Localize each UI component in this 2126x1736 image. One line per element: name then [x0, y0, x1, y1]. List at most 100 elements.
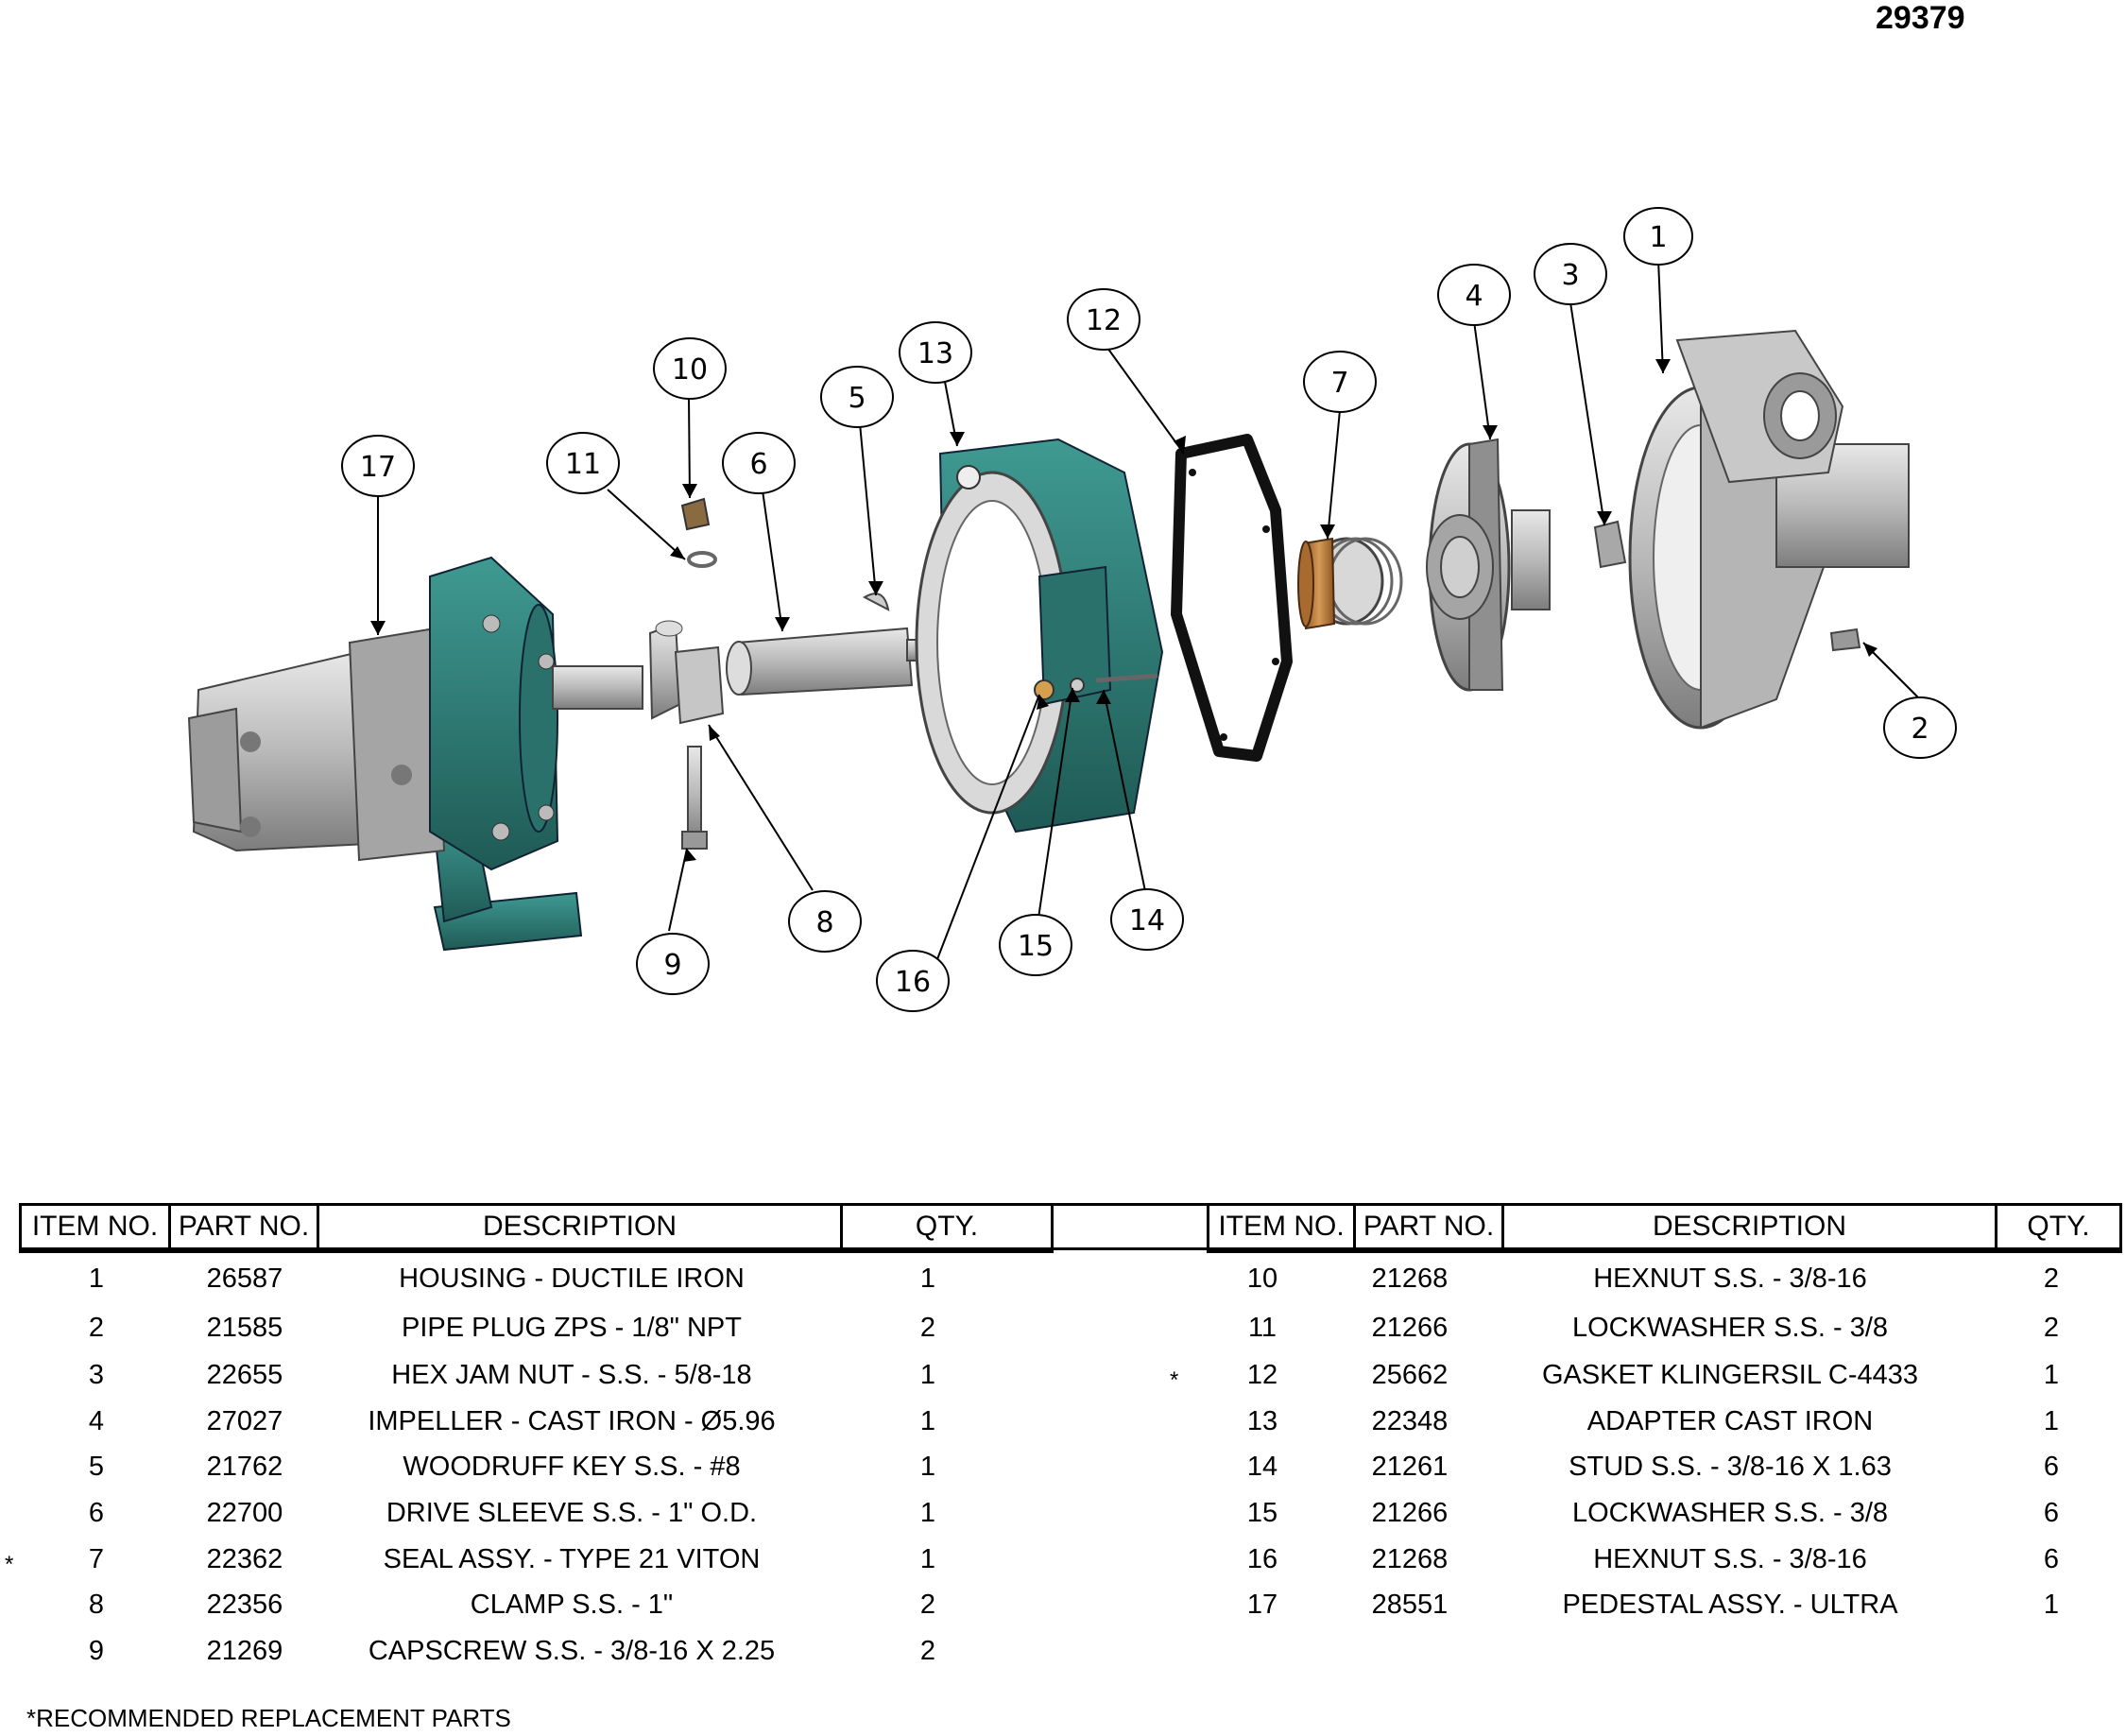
- parts-left-row-desc: CLAMP S.S. - 1": [470, 1590, 674, 1620]
- parts-right-row-desc: GASKET KLINGERSIL C-4433: [1541, 1360, 1919, 1390]
- parts-left-row-item: 8: [88, 1590, 105, 1620]
- parts-left-row-item: 1: [88, 1263, 105, 1294]
- leader-arrowheads: [370, 359, 1877, 862]
- parts-right-row-desc: ADAPTER CAST IRON: [1586, 1406, 1874, 1436]
- parts-left-row-qty: 2: [919, 1313, 936, 1343]
- clamp-part: [648, 620, 725, 725]
- parts-right-row-desc: HEXNUT S.S. - 3/8-16: [1593, 1263, 1867, 1294]
- parts-right-row-desc: LOCKWASHER S.S. - 3/8: [1571, 1498, 1889, 1528]
- parts-right-row-item: 14: [1246, 1452, 1278, 1482]
- svg-text:17: 17: [360, 451, 396, 484]
- adapter-part: [915, 438, 1164, 834]
- callout-10: 10: [653, 337, 727, 400]
- svg-text:8: 8: [815, 906, 833, 939]
- parts-right-row-item: 12: [1246, 1360, 1278, 1390]
- parts-left-row-desc: HEX JAM NUT - S.S. - 5/8-18: [391, 1360, 752, 1390]
- capscrew-part: [681, 746, 708, 850]
- recommended-replacement-marker: *: [1170, 1367, 1179, 1393]
- parts-left-row-desc: DRIVE SLEEVE S.S. - 1" O.D.: [386, 1498, 758, 1528]
- parts-left-row-qty: 1: [919, 1544, 936, 1574]
- recommended-replacement-marker: *: [5, 1552, 14, 1577]
- header-underline-right: [1207, 1250, 2122, 1253]
- parts-right-row-item: 16: [1246, 1544, 1278, 1574]
- pipe-plug-part: [1829, 627, 1861, 652]
- callout-2: 2: [1883, 696, 1957, 759]
- lockwasher-part: [687, 551, 717, 568]
- parts-left-row-qty: 1: [919, 1406, 936, 1436]
- parts-left-row-desc: IMPELLER - CAST IRON - Ø5.96: [368, 1406, 776, 1436]
- parts-left-row-qty: 2: [919, 1636, 936, 1666]
- callout-14: 14: [1110, 888, 1184, 951]
- header-qty: QTY.: [840, 1203, 1054, 1250]
- impeller-part: [1426, 438, 1551, 692]
- callout-8: 8: [788, 890, 862, 953]
- parts-right-row-part: 21268: [1371, 1544, 1449, 1574]
- callout-1: 1: [1623, 207, 1693, 266]
- parts-right-row-qty: 1: [2043, 1590, 2060, 1620]
- parts-right-row-qty: 6: [2043, 1452, 2060, 1482]
- svg-text:6: 6: [749, 448, 767, 481]
- parts-left-row-desc: SEAL ASSY. - TYPE 21 VITON: [383, 1544, 761, 1574]
- parts-right-row-qty: 6: [2043, 1498, 2060, 1528]
- parts-left-row-qty: 1: [919, 1263, 936, 1294]
- parts-right-row-item: 10: [1246, 1263, 1278, 1294]
- parts-right-row-part: 28551: [1371, 1590, 1449, 1620]
- parts-left-row-part: 22700: [206, 1498, 283, 1528]
- parts-right-row-item: 11: [1247, 1313, 1277, 1343]
- header-description-right: DESCRIPTION: [1501, 1203, 1997, 1250]
- parts-right-row-part: 21268: [1371, 1263, 1449, 1294]
- callout-6: 6: [722, 432, 796, 494]
- parts-left-row-part: 21269: [206, 1636, 283, 1666]
- parts-right-row-item: 13: [1246, 1406, 1278, 1436]
- callout-17: 17: [341, 435, 415, 497]
- parts-left-row-desc: CAPSCREW S.S. - 3/8-16 X 2.25: [368, 1636, 776, 1666]
- parts-left-row-item: 9: [88, 1636, 105, 1666]
- parts-left-row-part: 27027: [206, 1406, 283, 1436]
- svg-text:13: 13: [917, 337, 953, 370]
- header-item-no-right: ITEM NO.: [1207, 1203, 1356, 1250]
- parts-right-row-desc: PEDESTAL ASSY. - ULTRA: [1562, 1590, 1898, 1620]
- header-part-no-right: PART NO.: [1353, 1203, 1504, 1250]
- seal-assembly-part: [1297, 537, 1403, 630]
- svg-text:11: 11: [565, 448, 601, 481]
- header-underline-left: [19, 1250, 1054, 1253]
- header-spacer: [1051, 1203, 1209, 1250]
- parts-left-row-part: 22356: [206, 1590, 283, 1620]
- parts-left-row-item: 6: [88, 1498, 105, 1528]
- parts-right-row-desc: LOCKWASHER S.S. - 3/8: [1571, 1313, 1889, 1343]
- parts-left-row-qty: 1: [919, 1360, 936, 1390]
- parts-left-row-qty: 1: [919, 1498, 936, 1528]
- svg-text:3: 3: [1561, 259, 1579, 292]
- parts-left-row-part: 26587: [206, 1263, 283, 1294]
- header-part-no: PART NO.: [168, 1203, 319, 1250]
- hexnut-part: [680, 497, 711, 531]
- callout-11: 11: [546, 432, 620, 494]
- svg-text:2: 2: [1911, 713, 1929, 746]
- parts-left-row-item: 2: [88, 1313, 105, 1343]
- callout-bubbles: 1 2 3 4 5 6 7 8: [341, 207, 1957, 1012]
- callout-7: 7: [1303, 351, 1377, 413]
- parts-left-row-qty: 1: [919, 1452, 936, 1482]
- parts-left-row-part: 21762: [206, 1452, 283, 1482]
- parts-right-row-part: 22348: [1371, 1406, 1449, 1436]
- gasket-part: [1171, 434, 1293, 762]
- parts-right-row-qty: 6: [2043, 1544, 2060, 1574]
- callout-3: 3: [1534, 243, 1607, 305]
- parts-right-row-part: 21261: [1371, 1452, 1449, 1482]
- svg-text:15: 15: [1018, 930, 1054, 963]
- parts-right-row-desc: HEXNUT S.S. - 3/8-16: [1593, 1544, 1867, 1574]
- parts-right-row-qty: 1: [2043, 1360, 2060, 1390]
- svg-text:1: 1: [1649, 221, 1667, 254]
- parts-left-row-item: 3: [88, 1360, 105, 1390]
- parts-left-row-part: 21585: [206, 1313, 283, 1343]
- parts-right-row-qty: 1: [2043, 1406, 2060, 1436]
- parts-right-row-part: 25662: [1371, 1360, 1449, 1390]
- parts-left-row-part: 22362: [206, 1544, 283, 1574]
- parts-left-row-desc: HOUSING - DUCTILE IRON: [399, 1263, 745, 1294]
- parts-left-row-desc: PIPE PLUG ZPS - 1/8" NPT: [401, 1313, 742, 1343]
- callout-4: 4: [1437, 264, 1511, 326]
- exploded-pump-diagram: 1 2 3 4 5 6 7 8: [187, 207, 1957, 1012]
- document-number: 29379: [1876, 0, 1965, 36]
- svg-text:9: 9: [663, 949, 681, 982]
- parts-left-row-item: 5: [88, 1452, 105, 1482]
